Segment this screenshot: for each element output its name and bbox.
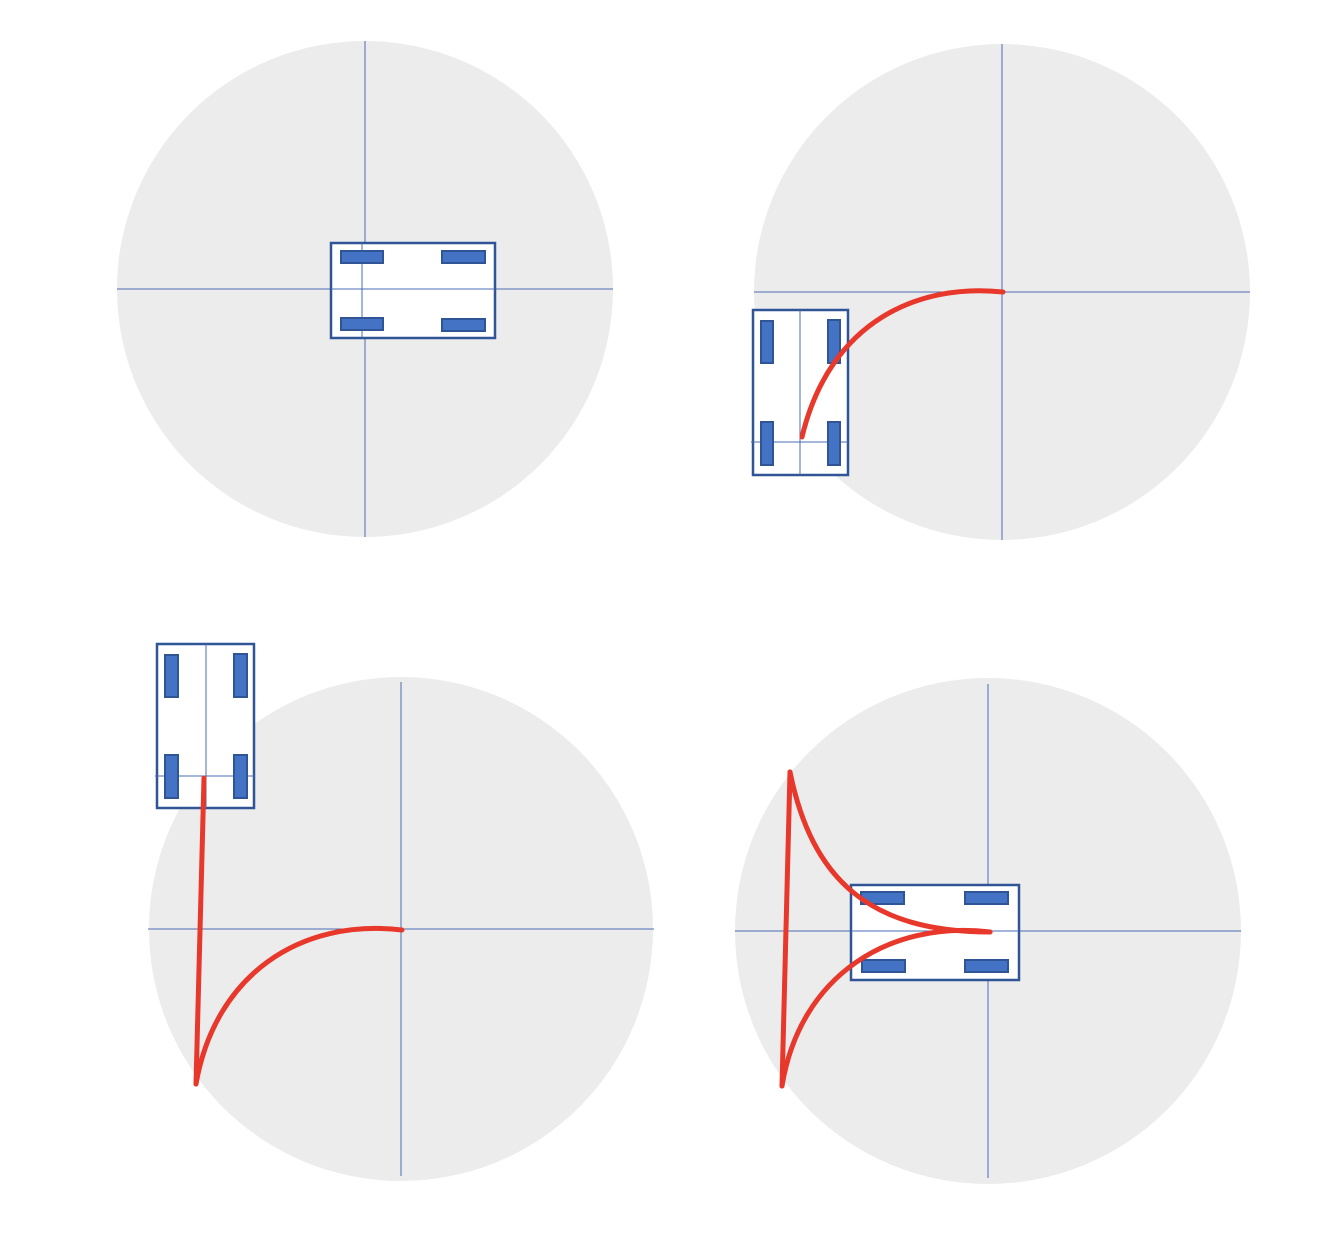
wheel [861,959,906,973]
path-arc [799,288,1006,440]
robot [329,241,497,340]
panel-3 [148,642,654,1181]
wheel [164,654,179,698]
wheel [827,421,841,466]
path-line [779,769,793,1089]
panel-4 [735,678,1241,1184]
wheel [340,317,384,331]
robot [751,308,850,477]
path-arc [193,926,405,1087]
wheel [441,318,486,332]
wheel [760,320,774,364]
path-line [193,775,207,1087]
wheel [164,754,179,799]
panel-1 [117,41,613,537]
path-arc-return [787,769,993,935]
wheel [964,891,1009,905]
panel-2 [751,44,1250,540]
wheel [441,250,486,264]
wheel [340,250,384,264]
wheel [760,421,774,466]
wheel [233,653,248,698]
wheel [233,754,248,799]
wheel [964,959,1009,973]
